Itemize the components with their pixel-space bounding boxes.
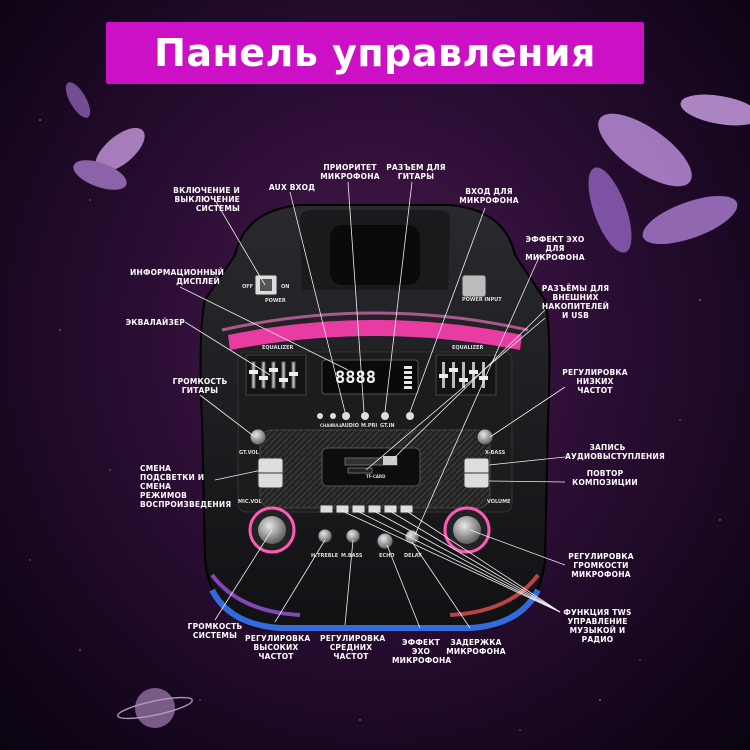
label-repeat: Повтор композиции <box>572 469 638 487</box>
label-equalizer: Эквалайзер <box>125 318 185 327</box>
label-audio-record: Запись аудиовыступления <box>565 443 665 461</box>
label-info-display: Информационный дисплей <box>130 268 225 286</box>
h-treble-label: H.TREBLE <box>311 553 339 559</box>
m-bass-label: M.BASS <box>341 553 363 559</box>
label-system-volume: Громкость системы <box>187 622 243 640</box>
label-treble: Регулировка высоких частот <box>245 634 311 661</box>
audio-label: AUDIO <box>341 423 360 429</box>
page-title: Панель управления <box>154 31 596 75</box>
label-mid: Регулировка средних частот <box>320 634 386 661</box>
tf-card-label: TF-CARD <box>366 474 386 479</box>
echo-label: ECHO <box>379 553 395 559</box>
gt-in-label: GT.IN <box>380 423 395 429</box>
display-digits: 8888 <box>335 368 376 388</box>
power-input-port <box>461 274 487 298</box>
usb-tf-slot <box>321 447 421 487</box>
equalizer-left-label: EQUALIZER <box>262 345 294 351</box>
mic-vol-label: MIC.VOL <box>238 499 262 505</box>
gt-vol-knob <box>249 428 267 446</box>
gt-vol-label: GT.VOL <box>239 450 259 456</box>
label-light-mode: Смена подсветки и смена режимов воспроиз… <box>140 464 232 509</box>
m-pri-label: M.PRI <box>361 423 378 429</box>
planet-decoration <box>117 688 193 728</box>
label-echo-mic: Эффект эхо микрофона <box>392 638 452 665</box>
title-banner: Панель управления <box>106 22 644 84</box>
equalizer-right-label: EQUALIZER <box>452 345 484 351</box>
label-mic-volume: Регулировка громкости микрофона <box>568 552 634 579</box>
label-mic-inputs: Вход для микрофона <box>459 187 519 205</box>
on-label: ON <box>281 284 290 290</box>
label-ext-storage: Разъёмы для внешних накопителей и USB <box>541 284 610 320</box>
x-bass-label: X-BASS <box>485 450 506 456</box>
label-power-switch: Включение и выключение системы <box>173 186 240 213</box>
flower-decoration-right <box>588 94 750 253</box>
full-label: FULL <box>331 423 343 428</box>
label-aux-in: AUX вход <box>268 183 316 192</box>
power-label: POWER <box>265 298 286 304</box>
label-guitar-volume: Громкость гитары <box>172 377 228 395</box>
power-input-label: POWER INPUT <box>462 297 502 303</box>
label-tws: Функция TWS управление музыкой и радио <box>563 608 632 644</box>
label-mic-priority: Приоритет микрофона <box>320 163 380 181</box>
label-echo-effect: Эффект эхо для микрофона <box>525 235 585 262</box>
label-mic-delay: Задержка микрофона <box>446 638 506 656</box>
flower-decoration-left <box>65 82 145 190</box>
volume-label: VOLUME <box>487 499 511 505</box>
chair-label: CHAIR <box>320 423 334 428</box>
x-bass-knob <box>476 428 494 446</box>
label-bass-adjust: Регулировка низких частот <box>562 368 628 395</box>
delay-label: DELAY <box>404 553 422 559</box>
label-guitar-jack: Разъем для гитары <box>386 163 446 181</box>
off-label: OFF <box>242 284 254 290</box>
